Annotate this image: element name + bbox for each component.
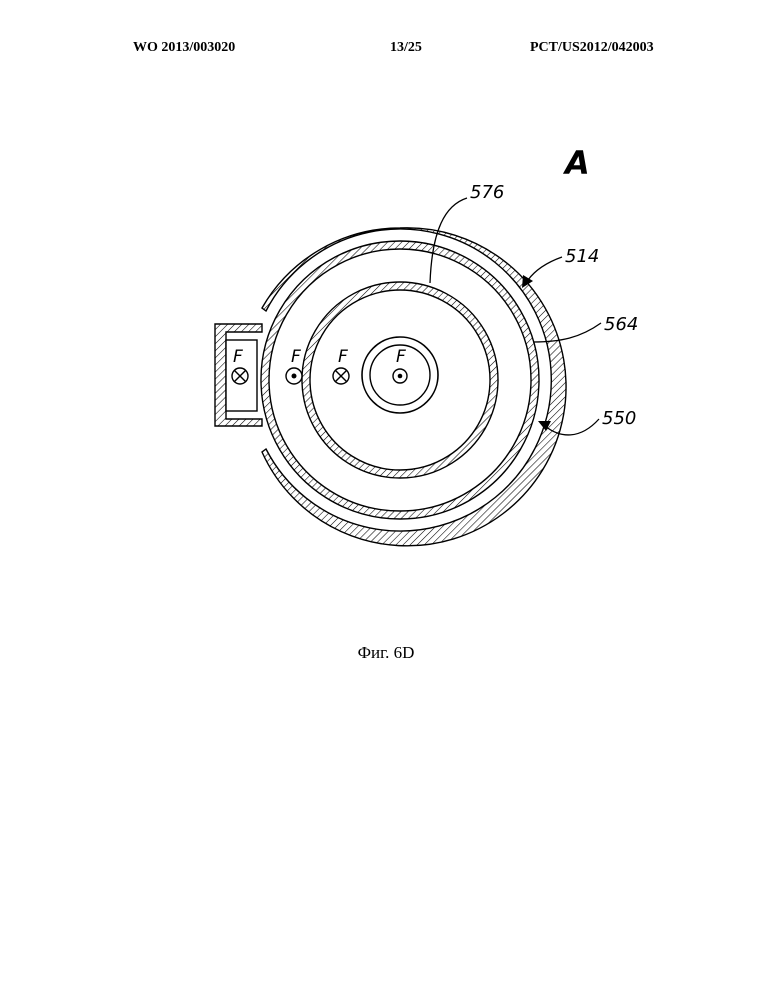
- flow-out-of-page-symbol: [393, 369, 407, 383]
- ref-numeral-514: 514: [565, 246, 599, 267]
- flow-out-of-page-symbol: [286, 368, 302, 384]
- ref-numeral-576: 576: [470, 182, 504, 203]
- flow-into-page-symbol: [232, 368, 248, 384]
- ref-numeral-550: 550: [602, 408, 636, 429]
- flow-label: F: [338, 347, 348, 367]
- figure-caption: Фиг. 6D: [0, 643, 772, 663]
- view-label: A: [562, 144, 590, 182]
- ref-numeral-564: 564: [604, 314, 638, 335]
- flow-label: F: [233, 347, 243, 367]
- flow-into-page-symbol: [333, 368, 349, 384]
- leader-line-514: [528, 257, 562, 280]
- flow-label: F: [291, 347, 301, 367]
- flow-label: F: [396, 347, 406, 367]
